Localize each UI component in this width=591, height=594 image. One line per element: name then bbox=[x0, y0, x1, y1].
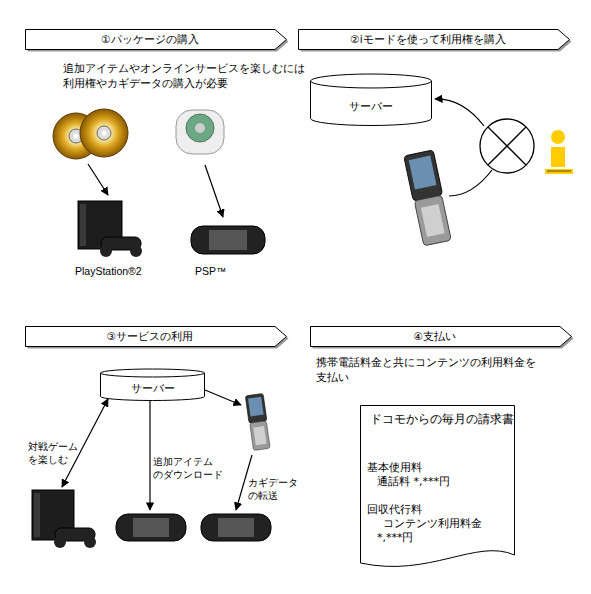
step-title: ②iモードを使って利用権を購入 bbox=[298, 29, 558, 50]
psp-handheld bbox=[116, 514, 186, 541]
invoice-document-outline bbox=[360, 405, 518, 573]
controller-grip bbox=[84, 536, 96, 548]
controller-grip bbox=[100, 245, 112, 257]
step-title: ①パッケージの購入 bbox=[25, 29, 275, 50]
mobile-phone bbox=[245, 393, 271, 450]
phone-base bbox=[250, 421, 270, 451]
banner-shape bbox=[26, 327, 287, 347]
psp-handheld bbox=[191, 226, 265, 254]
flow-line bbox=[449, 170, 492, 196]
controller-grip bbox=[54, 536, 66, 548]
payment-note: 携帯電話料金と共にコンテンツの利用料金を 支払い bbox=[316, 355, 556, 385]
cross-line bbox=[488, 127, 526, 165]
logo-stripe bbox=[547, 170, 571, 172]
dvd-disc bbox=[80, 109, 128, 157]
psp-body bbox=[191, 226, 265, 254]
flow-label: 追加アイテム のダウンロード bbox=[153, 455, 228, 481]
flow-label: 対戦ゲーム を楽しむ bbox=[28, 440, 88, 466]
flow-arrow bbox=[88, 164, 108, 195]
phone-lid bbox=[245, 393, 267, 423]
logo-stem bbox=[551, 147, 565, 167]
step-title: ③サービスの利用 bbox=[25, 326, 275, 347]
psp-body bbox=[116, 514, 186, 541]
logo-dot bbox=[551, 130, 565, 144]
cylinder-body bbox=[311, 74, 432, 125]
step-banner: ④支払い bbox=[310, 326, 572, 347]
umd-media bbox=[186, 114, 214, 142]
invoice-item: コンテンツ利用料金 *,***円 bbox=[377, 517, 492, 545]
psp-screen bbox=[218, 518, 254, 537]
invoice-item: 基本使用料 bbox=[367, 461, 422, 475]
payment-symbol bbox=[480, 119, 534, 173]
phone-lid bbox=[404, 150, 443, 201]
psp-body bbox=[201, 514, 271, 541]
umd-hub bbox=[195, 123, 205, 133]
server-label: サーバー bbox=[100, 377, 205, 401]
device-name: PSP™ bbox=[195, 265, 227, 278]
imode-logo bbox=[545, 130, 573, 174]
device-name: PlayStation®2 bbox=[75, 265, 142, 278]
ps2-console bbox=[78, 201, 142, 257]
dvd-discs bbox=[53, 109, 128, 159]
phone-screen bbox=[409, 156, 437, 190]
banner-shape bbox=[311, 327, 572, 347]
controller-grip bbox=[130, 245, 142, 257]
step-title: ④支払い bbox=[310, 326, 560, 347]
invoice-document: ドコモからの毎月の請求書基本使用料通話料 *,***円回収代行料コンテンツ利用料… bbox=[360, 405, 515, 570]
phone-base bbox=[414, 195, 451, 246]
phone-keypad bbox=[253, 426, 266, 445]
step-banner: ①パッケージの購入 bbox=[25, 29, 287, 50]
flow-arrow bbox=[435, 99, 484, 126]
ps2-console bbox=[32, 490, 96, 548]
phone-screen bbox=[248, 397, 264, 417]
invoice-item: 回収代行料 bbox=[367, 503, 422, 517]
intro-note: 追加アイテムやオンラインサービスを楽しむには 利用権やカギデータの購入が必要 bbox=[63, 61, 303, 91]
banner-shape bbox=[26, 30, 287, 50]
flow-arrow bbox=[205, 165, 223, 217]
console-side bbox=[80, 204, 86, 246]
circle-cross bbox=[480, 119, 534, 173]
document-shape bbox=[361, 406, 515, 567]
handheld-device: PSP™ bbox=[186, 222, 268, 280]
server-label: サーバー bbox=[310, 88, 432, 126]
disc-hole bbox=[102, 131, 107, 136]
invoice-item: 通話料 *,***円 bbox=[377, 475, 450, 489]
psp-screen bbox=[209, 230, 247, 250]
logo-base bbox=[545, 169, 573, 174]
cylinder-rim bbox=[101, 373, 205, 377]
step-banner: ②iモードを使って利用権を購入 bbox=[298, 29, 570, 50]
flow-arrow bbox=[149, 401, 150, 510]
console-device: PlayStation®2 bbox=[70, 198, 162, 280]
phone-keypad bbox=[421, 204, 445, 237]
disc-hub bbox=[97, 126, 111, 140]
umd-case bbox=[176, 110, 224, 154]
flow-label: カギデータ の転送 bbox=[248, 476, 300, 502]
console-side bbox=[34, 493, 40, 537]
cylinder-body bbox=[101, 369, 205, 401]
banner-shape bbox=[299, 30, 570, 50]
server-cylinder: サーバー bbox=[310, 74, 432, 126]
server-cylinder: サーバー bbox=[100, 369, 205, 401]
cylinder-rim bbox=[311, 81, 432, 88]
psp-handheld bbox=[201, 514, 271, 541]
invoice-title: ドコモからの毎月の請求書 bbox=[370, 412, 514, 426]
step-banner: ③サービスの利用 bbox=[25, 326, 287, 347]
umd-disc bbox=[176, 110, 224, 154]
disc-hole bbox=[74, 134, 79, 139]
flow-arrow bbox=[205, 390, 241, 405]
mobile-phone bbox=[404, 150, 452, 246]
cross-line bbox=[488, 127, 526, 165]
psp-screen bbox=[133, 518, 169, 537]
